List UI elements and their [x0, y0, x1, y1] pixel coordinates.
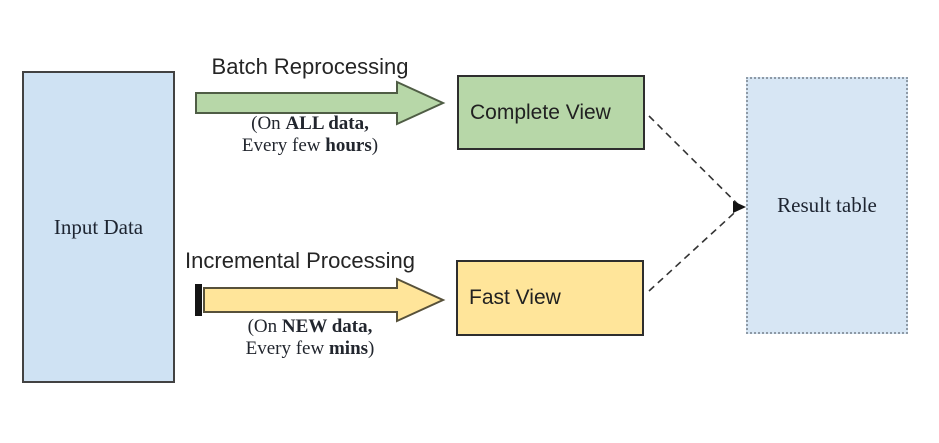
- batch-reprocessing-title: Batch Reprocessing: [211, 54, 409, 79]
- incremental-note-line1: (On NEW data,: [247, 316, 373, 337]
- batch-note: (On ALL data, Every few hours): [195, 113, 425, 157]
- batch-note-line1: (On ALL data,: [251, 113, 369, 134]
- incremental-arrow-icon: [203, 277, 446, 323]
- connector-complete-to-result: [648, 115, 739, 206]
- connector-fast-to-result: [648, 208, 739, 292]
- complete-view-label: Complete View: [470, 100, 611, 124]
- connector-arrowhead-icon: [733, 201, 746, 213]
- input-data-label: Input Data: [53, 214, 144, 239]
- input-data-node: Input Data: [22, 71, 175, 383]
- fast-view-node: Fast View: [456, 260, 644, 336]
- complete-view-node: Complete View: [457, 75, 645, 150]
- incremental-arrow-startbar-icon: [195, 284, 202, 316]
- incremental-note-line2: Every few mins): [245, 338, 375, 359]
- fast-view-label: Fast View: [469, 286, 561, 309]
- incremental-note: (On NEW data, Every few mins): [195, 316, 425, 360]
- result-table-label: Result table: [777, 193, 877, 217]
- batch-note-line2: Every few hours): [241, 135, 379, 156]
- result-table-node: Result table: [746, 77, 908, 334]
- incremental-processing-title: Incremental Processing: [185, 248, 415, 273]
